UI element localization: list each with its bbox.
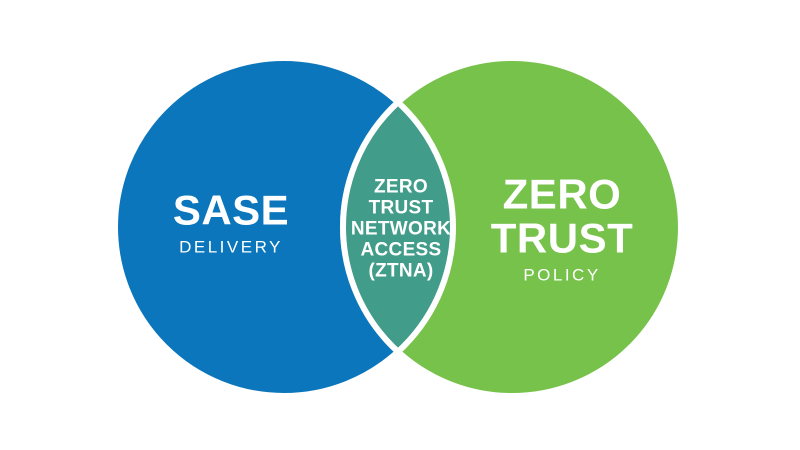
zero-trust-label-line2: TRUST bbox=[490, 214, 634, 262]
zero-trust-label-line1: ZERO bbox=[502, 170, 622, 218]
sase-label: SASE bbox=[172, 186, 290, 234]
overlap-lens-border bbox=[340, 55, 456, 399]
ztna-line-2: TRUST bbox=[368, 197, 434, 219]
sase-label-group: SASE DELIVERY bbox=[172, 186, 290, 258]
ztna-line-5: (ZTNA) bbox=[368, 260, 434, 282]
ztna-line-1: ZERO bbox=[374, 176, 428, 198]
zero-trust-label-group: ZERO TRUST POLICY bbox=[490, 170, 634, 286]
ztna-line-4: ACCESS bbox=[360, 239, 442, 261]
ztna-line-3: NETWORK bbox=[350, 218, 452, 240]
sase-sublabel: DELIVERY bbox=[179, 237, 283, 257]
zero-trust-sublabel: POLICY bbox=[523, 265, 601, 285]
ztna-overlap-label-group: ZERO TRUST NETWORK ACCESS (ZTNA) bbox=[351, 177, 451, 282]
